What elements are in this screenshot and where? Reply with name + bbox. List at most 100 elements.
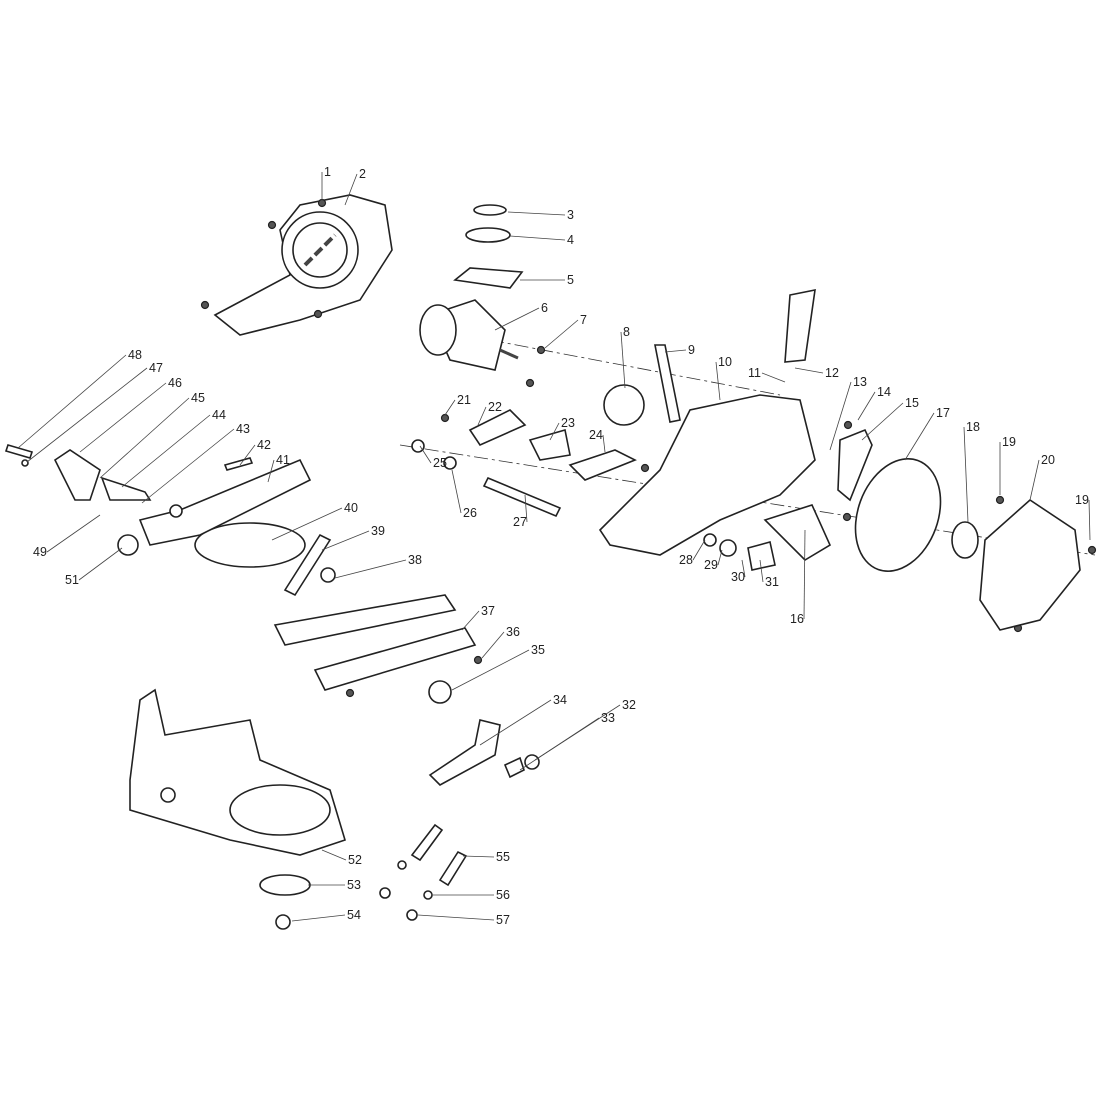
leader-line [602, 434, 606, 453]
leader-line [344, 173, 358, 206]
part-number-label: 22 [488, 400, 502, 414]
part-number-label: 19 [1002, 435, 1016, 449]
handle-grip-part [784, 288, 816, 363]
part-number-label: 42 [257, 438, 271, 452]
leader-line [1029, 459, 1040, 501]
leader-line [419, 445, 432, 464]
o-ring-part [473, 204, 507, 216]
part-number-label: 12 [825, 366, 839, 380]
disc-guard-part [979, 498, 1081, 631]
washer-part [411, 439, 425, 453]
leader-line [444, 399, 456, 416]
part-number-label: 15 [905, 396, 919, 410]
part-number-label: 19 [1075, 493, 1089, 507]
guard-plate-part [763, 504, 832, 562]
leader-line [861, 402, 904, 441]
pivot-shaft-part [482, 476, 562, 518]
part-number-label: 57 [496, 913, 510, 927]
leader-line [121, 414, 211, 488]
switch-part [453, 267, 524, 289]
leader-line [507, 211, 566, 216]
part-number-label: 28 [679, 553, 693, 567]
leader-line [321, 530, 370, 551]
part-number-label: 18 [966, 420, 980, 434]
lever-plate-part [100, 476, 152, 501]
part-number-label: 23 [561, 416, 575, 430]
leader-line [271, 507, 343, 541]
leader-line [717, 549, 723, 566]
leader-line [494, 307, 540, 331]
part-number-label: 48 [128, 348, 142, 362]
nut-part [406, 909, 418, 921]
leader-line [79, 382, 167, 453]
part-number-label: 31 [765, 575, 779, 589]
leader-line [544, 319, 579, 349]
leader-line [334, 559, 407, 579]
screw-part [320, 567, 336, 583]
bolt-part [410, 823, 444, 862]
link-plate-part [313, 627, 477, 691]
part-number-label: 5 [567, 273, 574, 287]
leader-line [904, 412, 935, 461]
lever-bracket-part [53, 449, 101, 501]
leader-line [794, 367, 824, 374]
leader-line [17, 354, 127, 449]
leader-line [620, 331, 626, 389]
spring-part [223, 457, 254, 471]
leader-line [759, 559, 764, 583]
pivot-arm-part [138, 458, 312, 568]
part-number-label: 47 [149, 361, 163, 375]
part-number-label: 41 [276, 453, 290, 467]
leader-line [479, 699, 552, 746]
hex-nut-part [169, 504, 183, 518]
leader-line [549, 422, 560, 441]
leader-line [963, 426, 969, 523]
leader-line [524, 494, 528, 523]
bolt-part [283, 533, 332, 597]
switch-block-part [528, 428, 571, 461]
hex-nut-part [275, 914, 291, 930]
washer-part [397, 860, 407, 870]
locking-lever-part [428, 719, 501, 786]
clip-part [568, 449, 637, 481]
pin-part [4, 444, 34, 459]
part-number-label: 52 [348, 853, 362, 867]
torsion-spring-part [443, 456, 457, 470]
part-number-label: 43 [236, 422, 250, 436]
part-number-label: 55 [496, 850, 510, 864]
leader-line [1088, 499, 1091, 541]
spring-part [503, 756, 525, 779]
part-number-label: 21 [457, 393, 471, 407]
base-part [129, 688, 346, 856]
washer-part [21, 459, 29, 467]
leader-line [741, 559, 746, 578]
part-number-label: 40 [344, 501, 358, 515]
leader-line [46, 514, 101, 553]
part-number-label: 39 [371, 524, 385, 538]
part-number-label: 51 [65, 573, 79, 587]
part-number-label: 25 [433, 456, 447, 470]
part-number-label: 38 [408, 553, 422, 567]
bolt-part [654, 344, 681, 423]
part-number-label: 35 [531, 643, 545, 657]
part-number-label: 29 [704, 558, 718, 572]
knob-part [719, 539, 737, 557]
clamp-part [747, 541, 776, 571]
part-number-label: 13 [853, 375, 867, 389]
nut-part [379, 887, 391, 899]
part-number-label: 16 [790, 612, 804, 626]
flange-part [951, 521, 979, 559]
leader-line [417, 914, 495, 921]
part-number-label: 37 [481, 604, 495, 618]
leader-line [321, 849, 347, 861]
part-number-label: 54 [347, 908, 361, 922]
part-number-label: 49 [33, 545, 47, 559]
adjust-knob-part [428, 680, 452, 704]
parts-group [4, 194, 1097, 930]
part-number-label: 56 [496, 888, 510, 902]
part-number-label: 9 [688, 343, 695, 357]
fan-wheel-part [603, 384, 645, 426]
grinding-disc-part [854, 458, 942, 572]
